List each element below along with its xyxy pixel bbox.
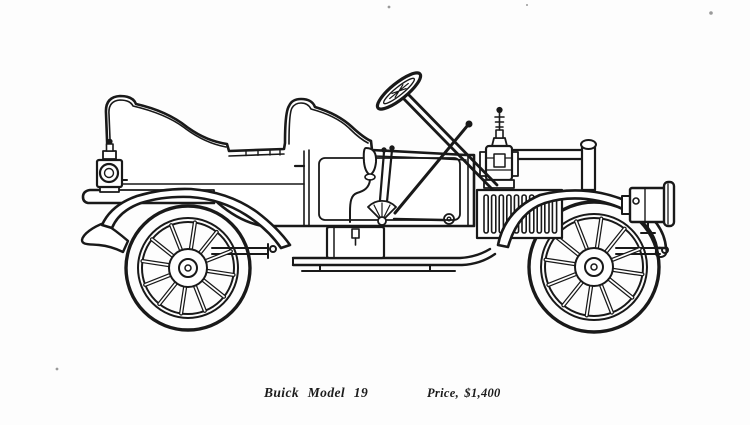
gear-lever-knob xyxy=(465,120,473,128)
tail-lamp xyxy=(95,138,128,193)
gas-generator xyxy=(479,106,519,189)
headlamp-body xyxy=(628,186,668,224)
hood-post-cap xyxy=(580,139,597,150)
caption-price: Price, $1,400 xyxy=(427,386,501,400)
horn-bulb xyxy=(362,147,378,176)
front-seat-upholstery-lines xyxy=(288,102,369,145)
headlamp-front-rim xyxy=(662,180,676,228)
side-panel xyxy=(318,157,461,221)
hood-front-post xyxy=(580,145,597,192)
front-fender-scroll xyxy=(654,246,668,258)
front-wheel xyxy=(527,200,661,334)
control-tie-rod xyxy=(392,217,445,222)
headlamp-bracket xyxy=(640,221,656,234)
hood-assembly xyxy=(475,106,597,240)
tail-lamp-lens xyxy=(98,162,120,184)
steering-wheel xyxy=(375,71,423,111)
bulb-horn xyxy=(349,147,378,223)
rear-fender xyxy=(100,187,292,250)
scan-specks xyxy=(55,4,713,371)
rod-shackle xyxy=(443,213,455,225)
steering-and-controls xyxy=(367,71,499,226)
lever-quadrant xyxy=(367,200,397,226)
running-board xyxy=(291,225,497,272)
headlamp xyxy=(621,180,676,234)
steering-column xyxy=(400,91,499,191)
seat-band-line xyxy=(228,153,285,157)
tail-lamp-chimney xyxy=(102,150,117,160)
door-shut-lines xyxy=(303,149,310,227)
generator-finial xyxy=(494,111,505,131)
toolbox-latch xyxy=(351,228,360,246)
rear-wheel xyxy=(124,204,252,332)
rear-seat-upholstery-lines xyxy=(108,99,227,165)
rear-splash-flap xyxy=(80,221,130,254)
caption-model-name: Buick Model 19 xyxy=(264,385,369,400)
car-body xyxy=(81,94,476,228)
horn-tube xyxy=(349,179,371,223)
body-outline xyxy=(81,94,476,228)
gear-lever xyxy=(393,123,470,215)
cushion-tufting-ticks xyxy=(245,149,281,157)
